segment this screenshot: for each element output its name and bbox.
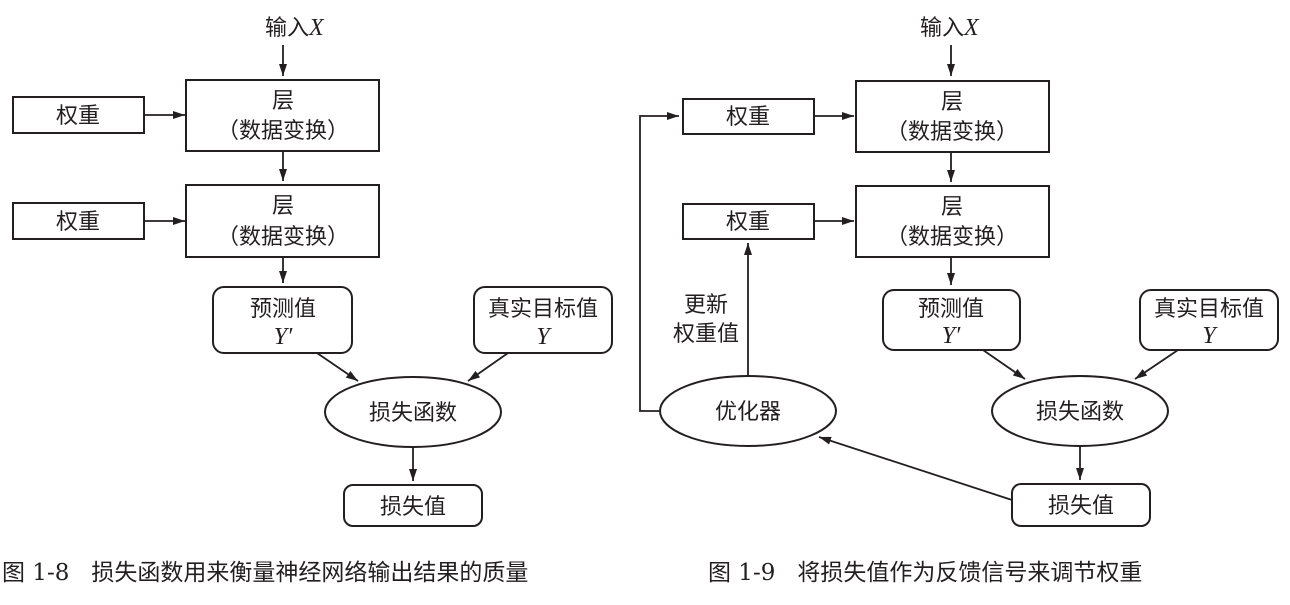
- optimizer-label: 优化器: [715, 400, 781, 425]
- weights-label-2: 权重: [726, 210, 770, 235]
- loss-value-label: 损失值: [1048, 494, 1114, 519]
- prediction-var: Y′: [274, 324, 293, 350]
- layer-subtitle-2: （数据变换）: [886, 225, 1018, 250]
- target-box: [473, 286, 613, 354]
- weights-box-1: [682, 98, 815, 135]
- caption-text: 将损失值作为反馈信号来调节权重: [797, 560, 1143, 586]
- caption-text: 损失函数用来衡量神经网络输出结果的质量: [91, 560, 529, 586]
- edge-loss-value-to-optimizer: [818, 436, 1013, 501]
- loss-value-box: [1011, 483, 1151, 527]
- prediction-var: Y′: [942, 323, 961, 349]
- caption-number: 图 1-8: [2, 560, 70, 586]
- loss-value-box: [343, 484, 483, 527]
- input-label: 输入X: [265, 15, 325, 41]
- layer-title-2: 层: [941, 195, 963, 220]
- loss-value-label: 损失值: [380, 495, 446, 520]
- caption-figure-1-8: 图 1-8 损失函数用来衡量神经网络输出结果的质量: [2, 553, 528, 587]
- weights-label-2: 权重: [56, 210, 100, 235]
- weights-label-1: 权重: [726, 105, 770, 130]
- layer-title-1: 层: [272, 89, 294, 114]
- edge-optimizer-to-weights1: [639, 112, 679, 412]
- layer-title-2: 层: [272, 194, 294, 219]
- prediction-label: 预测值: [918, 297, 984, 322]
- target-var: Y: [1202, 323, 1218, 349]
- prediction-box: [882, 289, 1021, 351]
- loss-function-label: 损失函数: [1036, 400, 1124, 425]
- weights-box-2: [12, 202, 145, 240]
- layer-box-1: [185, 79, 380, 152]
- caption-figure-1-9: 图 1-9 将损失值作为反馈信号来调节权重: [708, 553, 1142, 587]
- update-label-line2: 权重值: [673, 322, 739, 347]
- figure-1-9: 输入X 权重 层 （数据变换） 权重 层 （数据变换） 预测值 Y′ 真实目标值…: [639, 15, 1279, 527]
- layer-box-2: [185, 184, 380, 258]
- target-label: 真实目标值: [488, 297, 598, 322]
- layer-subtitle-2: （数据变换）: [217, 225, 349, 250]
- target-box: [1139, 289, 1279, 351]
- edge-target-to-loss: [467, 352, 509, 382]
- layer-subtitle-1: （数据变换）: [886, 120, 1018, 145]
- layer-box-2: [855, 185, 1050, 258]
- input-label: 输入X: [920, 15, 980, 41]
- edge-prediction-to-loss: [316, 352, 359, 382]
- layer-title-1: 层: [941, 90, 963, 115]
- prediction-label: 预测值: [250, 297, 316, 322]
- edge-prediction-to-loss: [982, 349, 1026, 380]
- figure-1-8: 输入X 权重 层 （数据变换） 权重 层 （数据变换） 预测值 Y′ 真实目标值…: [12, 15, 613, 527]
- update-label-line1: 更新: [684, 293, 728, 318]
- loss-function-label: 损失函数: [369, 401, 457, 426]
- weights-label-1: 权重: [56, 104, 100, 129]
- diagram-canvas: 输入X 权重 层 （数据变换） 权重 层 （数据变换） 预测值 Y′ 真实目标值…: [12, 15, 1279, 527]
- layer-box-1: [855, 80, 1050, 153]
- target-var: Y: [536, 324, 552, 350]
- target-label: 真实目标值: [1154, 297, 1264, 322]
- edge-target-to-loss: [1134, 349, 1179, 380]
- caption-number: 图 1-9: [708, 560, 776, 586]
- layer-subtitle-1: （数据变换）: [217, 119, 349, 144]
- prediction-box: [212, 286, 353, 354]
